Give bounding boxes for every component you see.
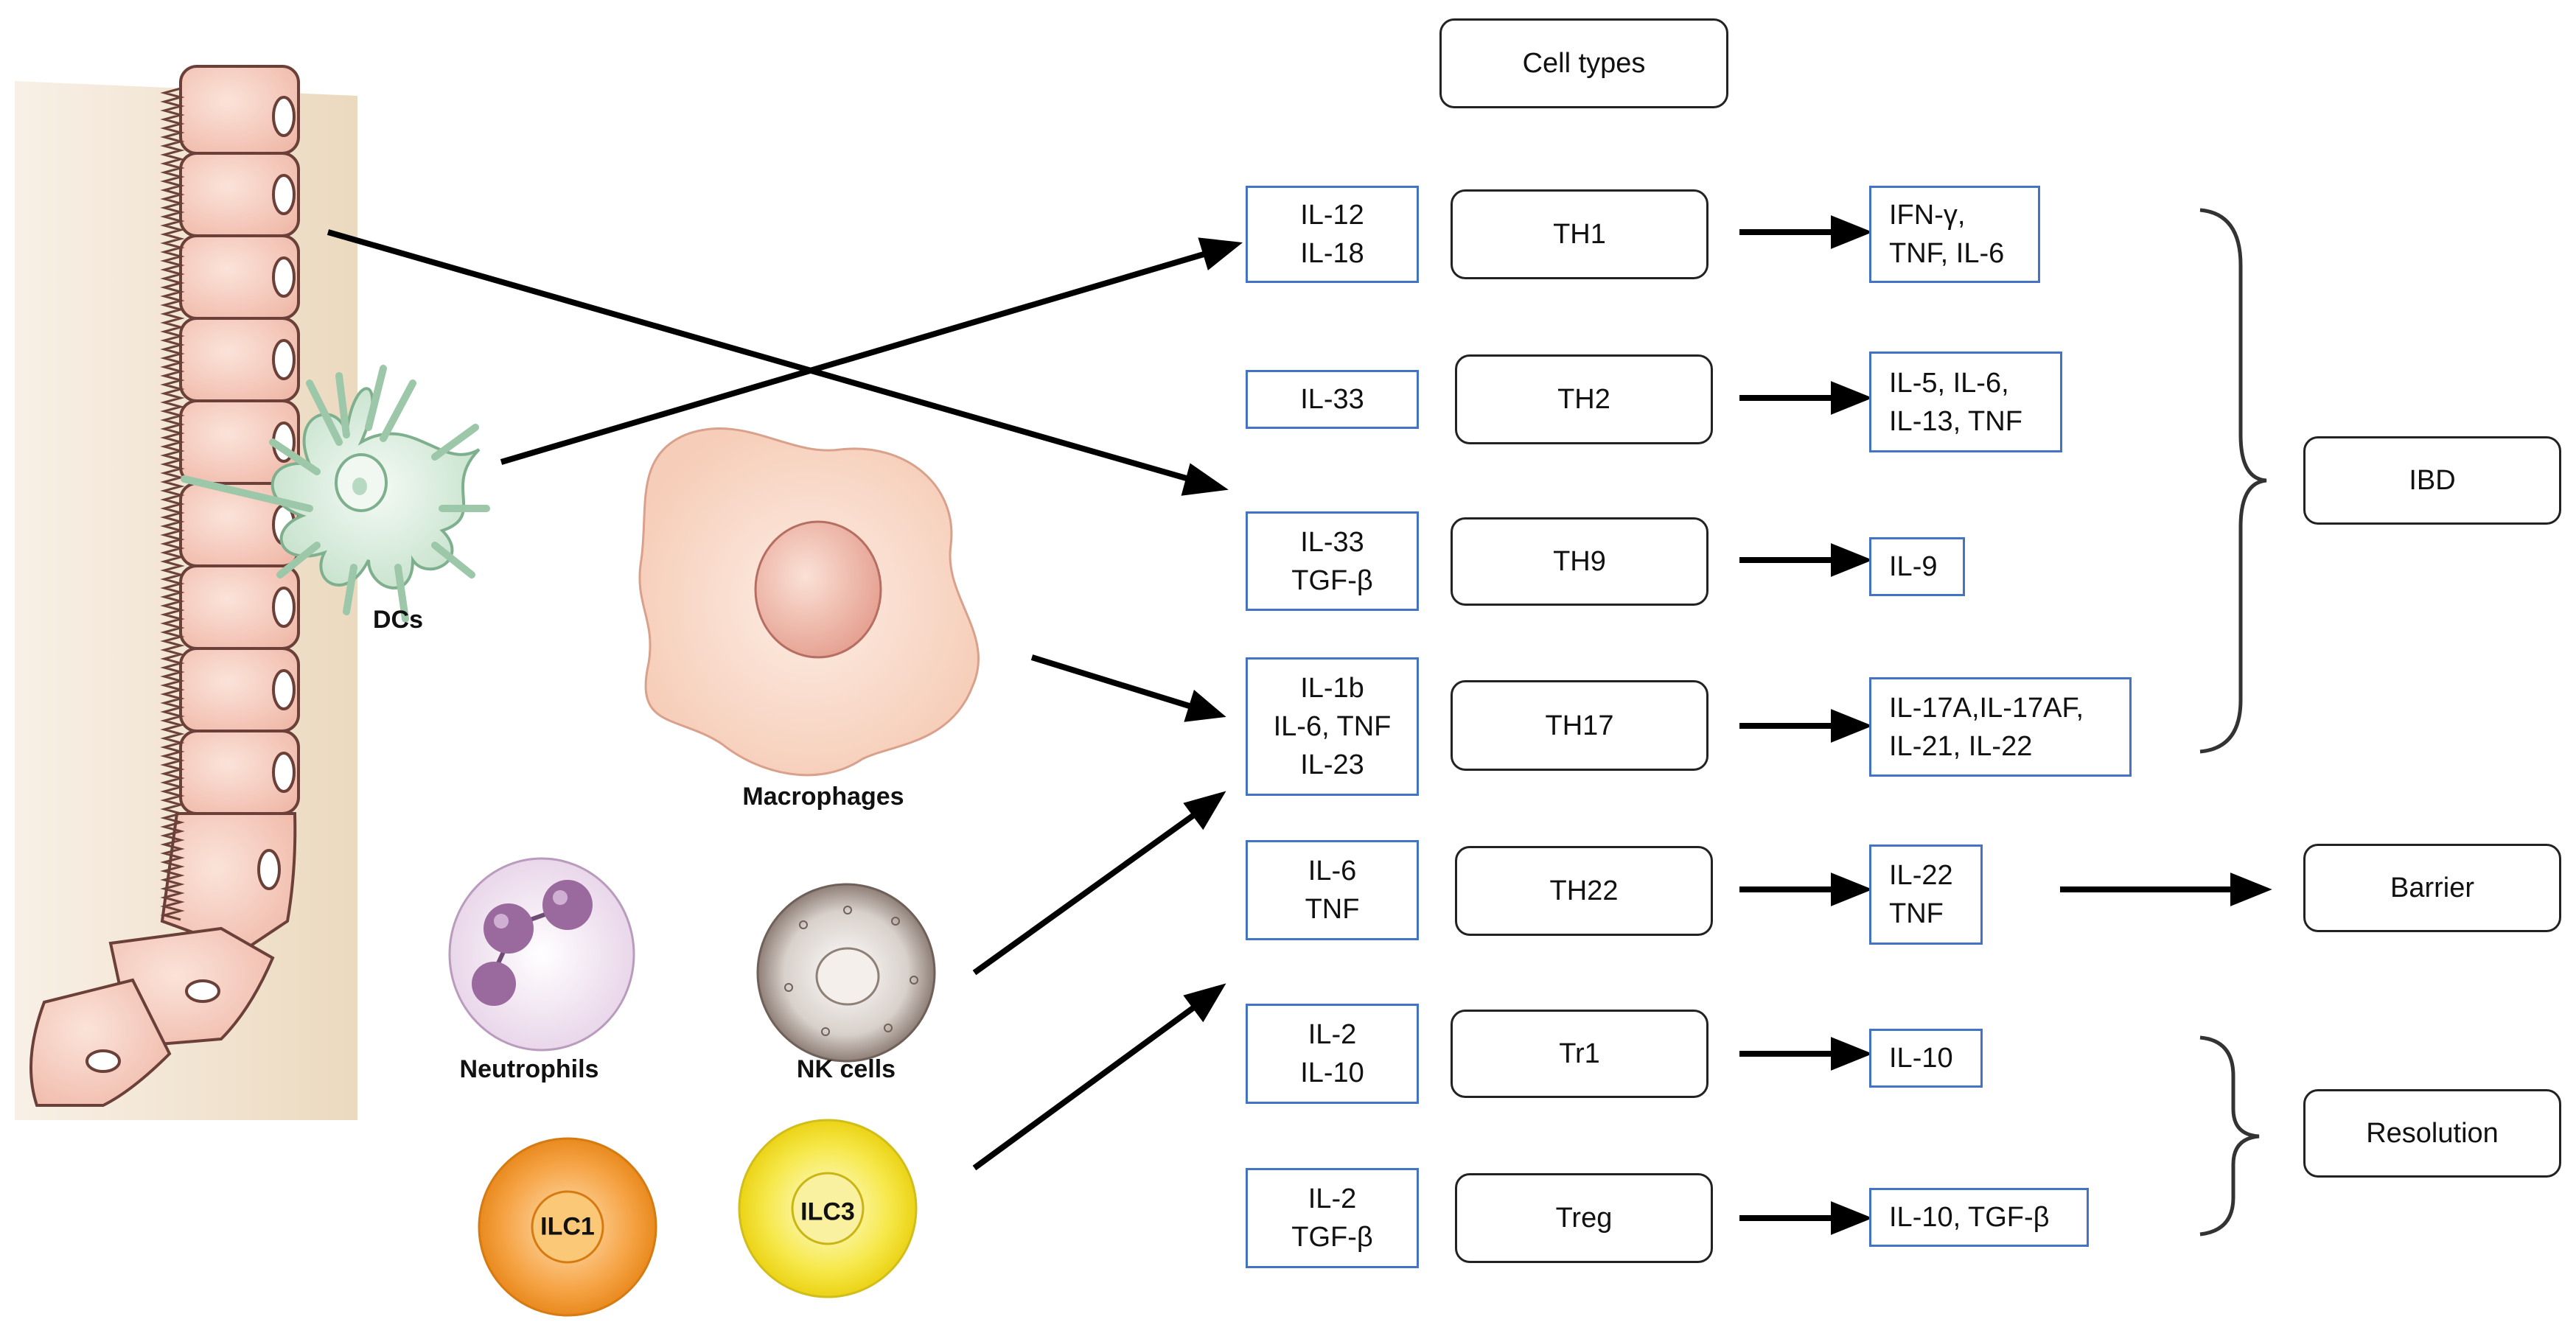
nk-cell-icon [756, 883, 936, 1063]
epithelium-icon [29, 65, 300, 1107]
neutrophil-icon [448, 857, 635, 1052]
cell-box-th17: TH17 [1451, 680, 1708, 771]
output-box-th1: IFN-γ, TNF, IL-6 [1869, 186, 2040, 283]
label-ilc1: ILC1 [540, 1212, 595, 1241]
ilc3-icon [738, 1119, 918, 1298]
output-box-tr1: IL-10 [1869, 1029, 1983, 1088]
arrow-to-barrier [2060, 872, 2272, 906]
arrow-epithelium-to-th2 [327, 229, 1229, 496]
label-dcs: DCs [372, 606, 424, 634]
ilc1-icon [478, 1137, 657, 1317]
cytokine-box-th9: IL-33 TGF-β [1246, 511, 1419, 611]
outcome-resolution: Resolution [2303, 1089, 2561, 1178]
dendritic-cell-icon [181, 365, 490, 623]
cell-box-th22: TH22 [1455, 846, 1713, 936]
cytokine-box-th1: IL-12 IL-18 [1246, 186, 1419, 283]
cell-box-th1: TH1 [1451, 189, 1708, 279]
cytokine-box-treg: IL-2 TGF-β [1246, 1168, 1419, 1268]
macrophage-icon [638, 427, 980, 777]
cytokine-box-th22: IL-6 TNF [1246, 840, 1419, 940]
cell-types-header: Cell types [1439, 18, 1728, 108]
outcome-barrier: Barrier [2303, 844, 2561, 932]
brace-resolution-icon [2199, 1035, 2260, 1237]
arrow-macrophage-to-th17 [1030, 654, 1226, 722]
label-nk-cells: NK cells [796, 1055, 896, 1083]
output-box-th22: IL-22 TNF [1869, 844, 1983, 945]
cell-box-th2: TH2 [1455, 354, 1713, 444]
label-neutrophils: Neutrophils [459, 1055, 599, 1083]
output-arrows [1739, 215, 2272, 1235]
arrow-ilc-to-tr1 [972, 983, 1226, 1171]
cytokine-box-tr1: IL-2 IL-10 [1246, 1004, 1419, 1104]
label-macrophages: Macrophages [742, 783, 904, 811]
output-box-treg: IL-10, TGF-β [1869, 1188, 2089, 1247]
arrow-nk-to-th22 [972, 791, 1226, 976]
outcome-ibd: IBD [2303, 436, 2561, 525]
cytokine-box-th2: IL-33 [1246, 370, 1419, 429]
cell-box-treg: Treg [1455, 1173, 1713, 1263]
output-box-th17: IL-17A,IL-17AF, IL-21, IL-22 [1869, 677, 2132, 777]
brace-ibd-icon [2199, 208, 2267, 754]
innate-arrows [327, 229, 1243, 1171]
cell-box-th9: TH9 [1451, 517, 1708, 606]
arrow-dc-to-th1 [500, 237, 1243, 465]
output-box-th9: IL-9 [1869, 537, 1965, 596]
cytokine-box-th17: IL-1b IL-6, TNF IL-23 [1246, 657, 1419, 796]
output-box-th2: IL-5, IL-6, IL-13, TNF [1869, 352, 2062, 452]
label-ilc3: ILC3 [800, 1197, 855, 1226]
cell-box-tr1: Tr1 [1451, 1010, 1708, 1098]
